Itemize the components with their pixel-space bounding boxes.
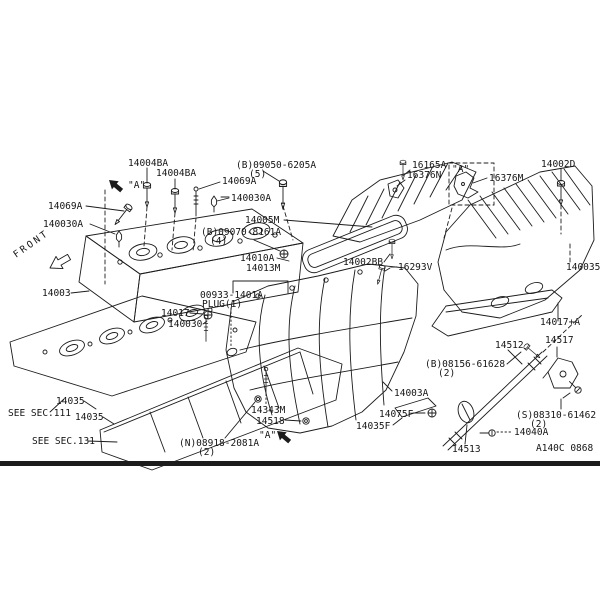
part-16165A: 16165A	[412, 160, 447, 171]
part-14013M: 14013M	[246, 263, 281, 274]
part-14518: 14518	[256, 416, 285, 427]
part-16376M: 16376M	[489, 173, 524, 184]
part-140030A-right: 140030A	[231, 193, 271, 204]
part-14035F: 14035F	[356, 421, 391, 432]
projection-lines	[104, 189, 584, 433]
egr-tube	[442, 351, 548, 451]
part-14017A: 14017+A	[540, 317, 580, 328]
part-14010A: 14010A	[240, 253, 275, 264]
part-14513: 14513	[452, 444, 481, 455]
see-sec-131: SEE SEC.131	[32, 436, 95, 447]
part-labels: 14004BA 14004BA (B)09050-6205A (5) 16165…	[8, 158, 600, 458]
part-16376N: 16376N	[407, 170, 442, 181]
part-14517: 14517	[545, 335, 574, 346]
part-140030: 140030	[168, 319, 203, 330]
part-14003: 14003	[42, 288, 71, 299]
marker-a-top: "A"	[128, 180, 145, 191]
detail-a-box	[448, 162, 495, 206]
bottom-rule	[0, 461, 600, 466]
rocker-cover-plate	[99, 347, 343, 471]
qty-09050: (5)	[249, 169, 266, 180]
part-08918-2081A: (N)08918-2081A	[179, 438, 259, 449]
collector-gasket	[302, 214, 408, 274]
diagram-code: A140C 0868	[536, 443, 593, 454]
qty-08156: (2)	[438, 368, 455, 379]
detail-box-marker: "A"	[452, 164, 469, 175]
part-00933-plug: PLUG(1)	[202, 299, 242, 310]
marker-a-bottom: "A"	[259, 430, 276, 441]
qty-09070: (4)	[210, 236, 227, 247]
front-arrow	[46, 250, 74, 275]
part-140035: 140035	[566, 262, 600, 273]
part-14512: 14512	[495, 340, 524, 351]
front-marker: FRONT	[11, 228, 51, 261]
part-09070-8161A: (B)09070-8161A	[201, 227, 281, 238]
fasteners	[111, 159, 584, 437]
part-14075F: 14075F	[379, 409, 414, 420]
part-14035-b: 14035	[75, 412, 104, 423]
part-14343M: 14343M	[251, 405, 286, 416]
clamp-14513	[457, 400, 475, 424]
bracket-16376N	[387, 179, 405, 199]
part-14004BA-a: 14004BA	[128, 158, 168, 169]
part-14003A: 14003A	[394, 388, 429, 399]
part-14035-a: 14035	[56, 396, 85, 407]
part-14002BB: 14002BB	[343, 257, 383, 268]
part-14017: 14017	[161, 308, 190, 319]
part-14069A-right: 14069A	[222, 176, 257, 187]
part-00933-1401A: 00933-1401A	[200, 290, 263, 301]
part-14005M: 14005M	[245, 215, 280, 226]
head-gasket-plate	[9, 295, 257, 397]
engine-cover	[437, 165, 595, 319]
part-140030A-left: 140030A	[43, 219, 83, 230]
qty-08918: (2)	[198, 447, 215, 458]
part-14069A-left: 14069A	[48, 201, 83, 212]
intake-manifold-outline	[225, 263, 437, 434]
cover-bracket-rail	[431, 289, 563, 337]
cylinder-head-outline	[78, 208, 304, 323]
part-14040A: 14040A	[514, 427, 549, 438]
part-14002D: 14002D	[541, 159, 576, 170]
diagram-line-art	[0, 159, 600, 471]
qty-08310: (2)	[530, 419, 547, 430]
part-08310-61462: (S)08310-61462	[516, 410, 596, 421]
leader-lines	[49, 167, 571, 445]
part-16293V: 16293V	[398, 262, 433, 273]
part-14004BA-b: 14004BA	[156, 168, 196, 179]
part-09050-6205A: (B)09050-6205A	[236, 160, 316, 171]
part-08156-61628: (B)08156-61628	[425, 359, 505, 370]
bracket-14517	[542, 357, 579, 389]
see-sec-111: SEE SEC.111	[8, 408, 71, 419]
